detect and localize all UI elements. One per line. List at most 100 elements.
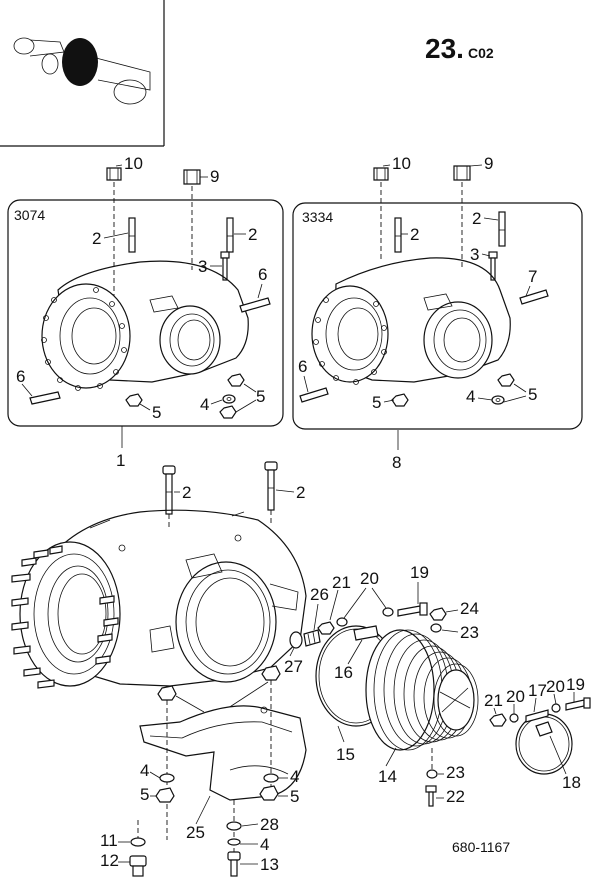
stud-bolt-icon <box>498 211 506 247</box>
section-suffix: C02 <box>468 45 494 61</box>
stud-bolt-icon <box>239 297 271 313</box>
axle-housing-3334 <box>311 257 511 385</box>
callout-label: 6 <box>298 357 307 376</box>
plug-icon <box>453 165 471 181</box>
plug-icon <box>106 167 122 181</box>
variant-model-label: 3074 <box>14 207 45 223</box>
callout-label: 19 <box>410 563 429 582</box>
nut-icon <box>259 785 279 801</box>
bolt-icon <box>565 697 591 711</box>
washer-icon <box>491 395 505 405</box>
section-header: 23. C02 <box>425 33 494 64</box>
callout-label: 20 <box>506 687 525 706</box>
nut-icon <box>157 685 177 701</box>
callout-label: 2 <box>410 225 419 244</box>
nut-icon <box>497 373 515 387</box>
callout-label: 27 <box>284 657 303 676</box>
stud-bolt-icon <box>29 391 61 405</box>
stud-bolt-icon <box>128 217 136 253</box>
callout-label: 17 <box>528 681 547 700</box>
callout-label: 2 <box>248 225 257 244</box>
callout-label: 3 <box>198 257 207 276</box>
callout-label: 16 <box>334 663 353 682</box>
callout-label: 2 <box>472 209 481 228</box>
washer-icon <box>382 607 394 617</box>
callout-label: 20 <box>360 569 379 588</box>
bolt-icon <box>425 785 437 807</box>
stud-bolt-icon <box>226 217 234 253</box>
callout-label: 5 <box>528 385 537 404</box>
plug-icon <box>183 169 201 185</box>
callout-label: 4 <box>200 395 209 414</box>
callout-label: 4 <box>260 835 269 854</box>
callout-label: 5 <box>140 785 149 804</box>
bolt-icon <box>488 251 498 281</box>
callout-label: 23 <box>446 763 465 782</box>
callout-label: 6 <box>258 265 267 284</box>
axle-housing-main <box>19 509 307 687</box>
assembly-callout: 8 <box>392 453 401 472</box>
callout-label: 2 <box>296 483 305 502</box>
callout-label: 13 <box>260 855 279 874</box>
washer-icon <box>227 838 241 846</box>
callout-label: 5 <box>152 403 161 422</box>
bolt-icon <box>227 851 241 877</box>
callout-label: 9 <box>210 167 219 186</box>
clip-icon <box>525 709 553 737</box>
callout-label: 5 <box>256 387 265 406</box>
nut-icon <box>155 787 175 803</box>
drawing-reference-code: 680-1167 <box>452 839 510 855</box>
callout-label: 24 <box>460 599 479 618</box>
callout-label: 4 <box>140 761 149 780</box>
callout-label: 21 <box>332 573 351 592</box>
bracket-plate-icon <box>139 705 307 801</box>
variant-model-label: 3334 <box>302 209 333 225</box>
stud-bolt-icon <box>162 465 176 515</box>
callout-label: 4 <box>290 767 299 786</box>
callout-label: 9 <box>484 154 493 173</box>
callout-label: 25 <box>186 823 205 842</box>
callout-label: 15 <box>336 745 355 764</box>
callout-label: 12 <box>100 851 119 870</box>
bolt-icon <box>220 251 230 281</box>
assembly-callout: 1 <box>116 451 125 470</box>
callout-label: 18 <box>562 773 581 792</box>
callout-label: 19 <box>566 675 585 694</box>
nut-icon <box>125 393 143 407</box>
nut-icon <box>227 373 245 387</box>
callout-label: 2 <box>92 229 101 248</box>
callout-label: 7 <box>528 267 537 286</box>
washer-icon <box>430 623 442 633</box>
callout-label: 5 <box>290 787 299 806</box>
stud-bolt-icon <box>519 289 549 305</box>
callout-label: 3 <box>470 245 479 264</box>
drain-plug-icon <box>129 855 147 877</box>
washer-icon <box>551 703 561 713</box>
callout-label: 10 <box>124 154 143 173</box>
callout-label: 6 <box>16 367 25 386</box>
washer-icon <box>263 773 279 783</box>
callout-label: 23 <box>460 623 479 642</box>
washer-icon <box>426 769 438 779</box>
rubber-boot-icon <box>365 629 479 751</box>
callout-label: 21 <box>484 691 503 710</box>
plug-icon <box>373 167 389 181</box>
callout-label: 2 <box>182 483 191 502</box>
axle-housing-3074 <box>41 260 249 391</box>
thumbnail-inset <box>0 0 165 147</box>
flange-studs <box>11 545 119 689</box>
washer-icon <box>336 617 348 627</box>
section-number: 23. <box>425 33 464 64</box>
nut-icon <box>219 405 237 419</box>
callout-label: 11 <box>100 831 118 850</box>
callout-label: 10 <box>392 154 411 173</box>
stud-bolt-icon <box>264 461 278 511</box>
clip-icon <box>353 625 379 641</box>
callout-label: 22 <box>446 787 465 806</box>
callout-label: 5 <box>372 393 381 412</box>
callout-label: 26 <box>310 585 329 604</box>
thumbnail-housing-icon <box>62 38 98 86</box>
variant-box-3334 <box>292 202 583 430</box>
